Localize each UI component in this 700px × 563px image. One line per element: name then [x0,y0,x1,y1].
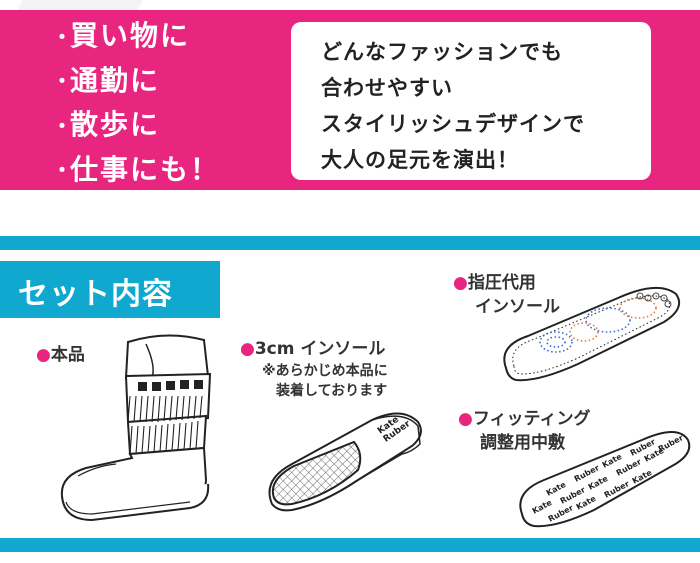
usage-item: ・散歩に [52,108,161,141]
insole-3cm-illustration: Kate Ruber [268,412,422,512]
promo-box: どんなファッションでも 合わせやすい スタイリッシュデザインで 大人の足元を演出… [291,22,651,180]
label-fitting-insole: ●フィッティング [458,409,591,429]
promo-line: どんなファッションでも [321,40,563,64]
set-contents-heading: セット内容 [18,277,173,312]
label-main-product: ●本品 [36,345,85,365]
label-fitting-insole-line2: 調整用中敷 [480,433,565,453]
fitting-insole-illustration: Kate Ruber Kate Ruber Kate Ruber Kate Ru… [519,431,691,528]
promo-line: 合わせやすい [321,76,453,100]
promo-line: スタイリッシュデザインで [321,112,585,136]
insole-note-line1: ※あらかじめ本品に [262,363,388,379]
bottom-divider [0,538,700,552]
shiatsu-insole-illustration [503,287,680,382]
spacer [0,190,700,236]
usage-list: ・買い物に ・通勤に ・散歩に ・仕事にも！ [52,14,220,192]
label-shiatsu-insole-line2: インソール [475,297,560,317]
usage-item: ・買い物に [52,19,191,52]
usage-item: ・通勤に [52,63,161,97]
label-shiatsu-insole: ●指圧代用 [453,273,536,293]
usage-item: ・仕事にも！ [52,152,221,186]
boot-illustration [60,334,212,522]
set-contents-heading-tab: セット内容 [0,261,220,318]
label-insole-3cm: ●3cm インソール [240,339,386,359]
promo-line: 大人の足元を演出！ [321,148,519,172]
top-edge [0,0,700,10]
top-edge-shadow [17,0,143,10]
top-divider [0,236,700,250]
insole-note-line2: 装着しております [276,383,388,399]
